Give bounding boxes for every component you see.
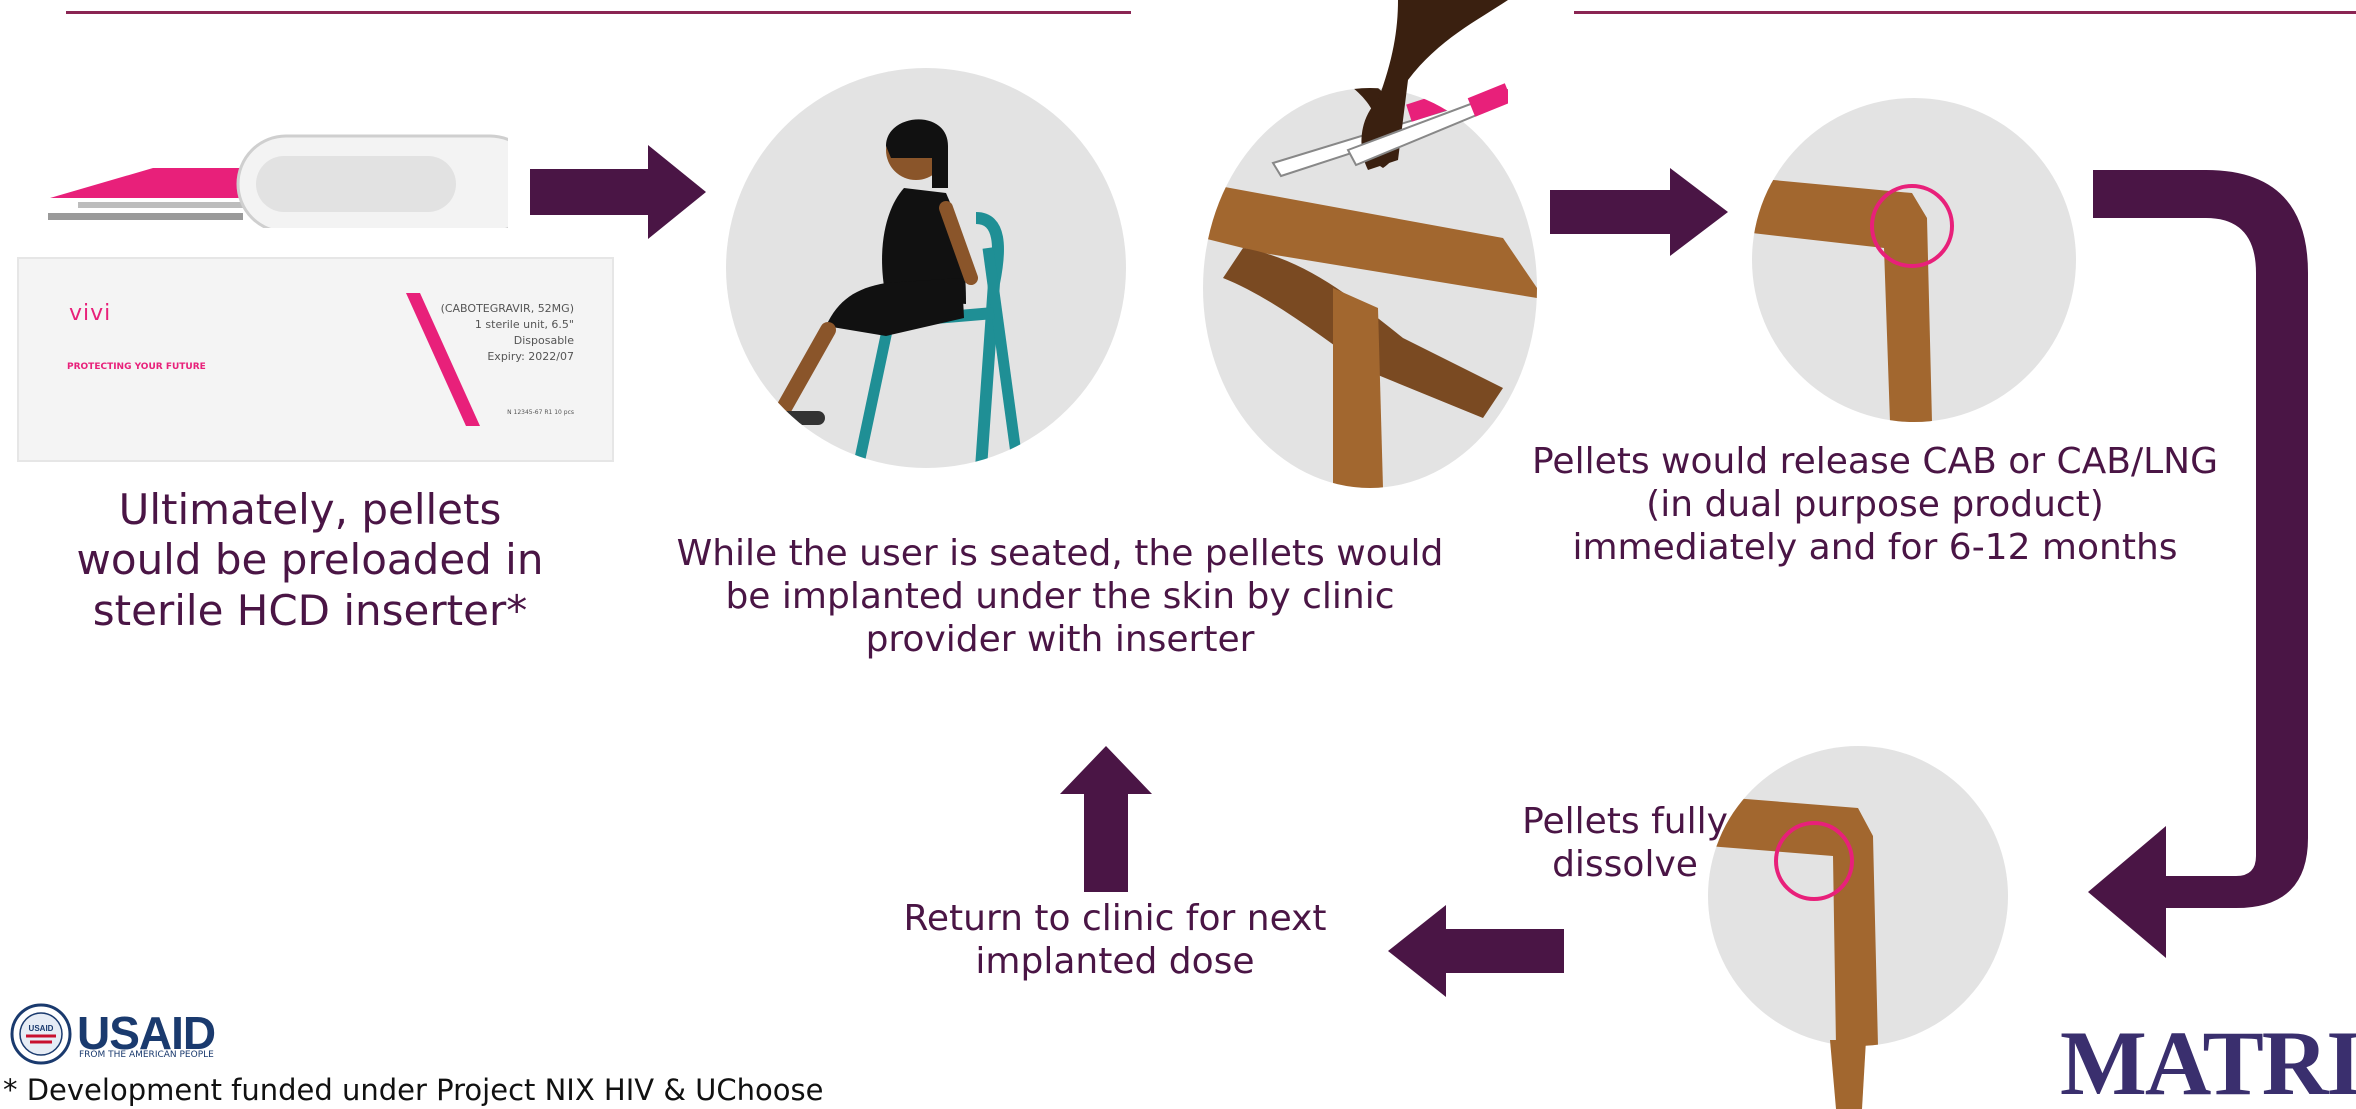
package-brand: vivi	[69, 301, 111, 326]
matrix-logo: MATRIX	[2060, 1010, 2356, 1109]
up-arrow-icon	[1060, 746, 1152, 892]
seated-user-circle	[726, 68, 1126, 468]
usaid-seal-text: USAID	[29, 1024, 54, 1033]
left-arrow-icon	[1388, 905, 1564, 997]
provider-hand	[1248, 0, 1508, 210]
matrix-logo-text: MATRIX	[2060, 1010, 2356, 1109]
usaid-tagline: FROM THE AMERICAN PEOPLE	[79, 1050, 214, 1060]
caption-implant: While the user is seated, the pellets wo…	[660, 532, 1460, 662]
usaid-seal-icon: USAID	[10, 1003, 72, 1065]
package-line-4: Expiry: 2022/07	[441, 349, 574, 365]
right-arrow-icon	[530, 145, 706, 239]
caption-preload: Ultimately, pellets would be preloaded i…	[50, 485, 570, 636]
inserter-device	[38, 128, 508, 228]
right-arrow-icon	[1550, 168, 1728, 256]
footnote: * Development funded under Project NIX H…	[3, 1073, 823, 1107]
top-rule-left	[66, 11, 1131, 14]
package-line-3: Disposable	[441, 333, 574, 349]
dissolve-arm-circle	[1708, 746, 2008, 1046]
package-line-2: 1 sterile unit, 6.5"	[441, 317, 574, 333]
package-line-1: (CABOTEGRAVIR, 52MG)	[441, 301, 574, 317]
caption-return: Return to clinic for next implanted dose	[880, 897, 1350, 983]
package-tagline: PROTECTING YOUR FUTURE	[67, 362, 206, 372]
product-package: vivi PROTECTING YOUR FUTURE (CABOTEGRAVI…	[17, 257, 614, 462]
elbow-arrow-icon	[2086, 168, 2316, 968]
top-rule-right	[1574, 11, 2356, 14]
caption-dissolve: Pellets fully dissolve	[1500, 800, 1750, 886]
dissolve-arm-hand	[1822, 1040, 1874, 1109]
release-arm-circle	[1752, 98, 2076, 422]
package-label: (CABOTEGRAVIR, 52MG) 1 sterile unit, 6.5…	[441, 301, 574, 365]
package-code: N 12345-67 R1 10 pcs	[507, 409, 574, 416]
